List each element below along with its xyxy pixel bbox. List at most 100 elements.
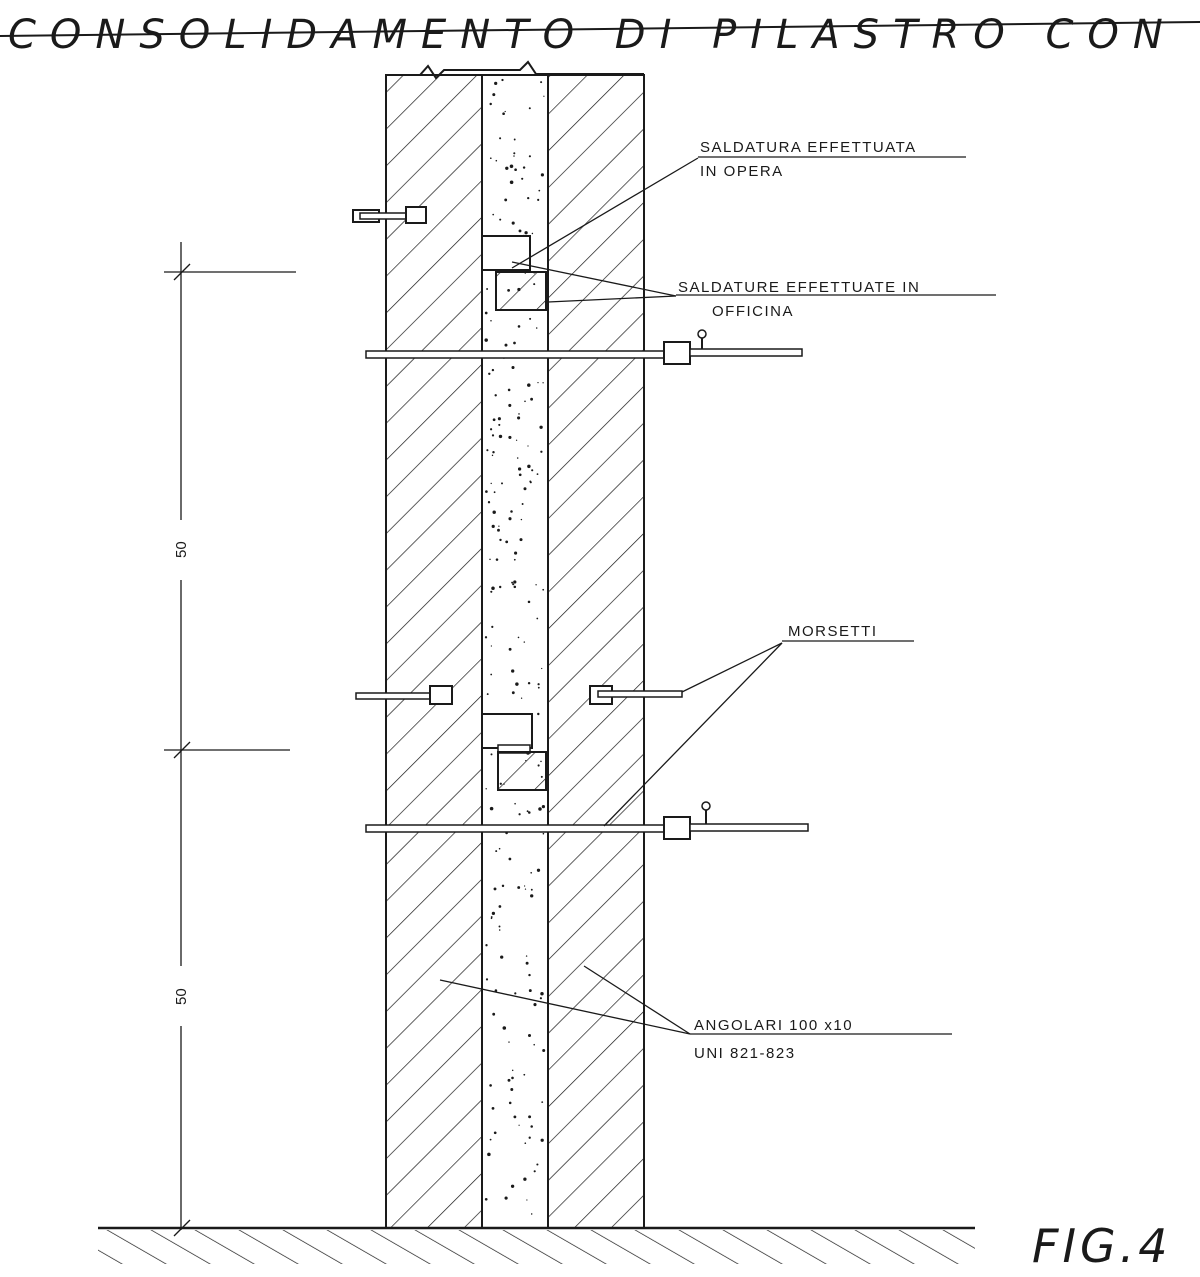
clamp-middle-right — [589, 685, 683, 705]
concrete-speckle — [513, 580, 517, 584]
concrete-speckle — [505, 166, 509, 170]
concrete-speckle — [527, 464, 531, 469]
concrete-speckle — [536, 473, 539, 475]
concrete-speckle — [504, 1196, 508, 1200]
concrete-speckle — [490, 645, 493, 647]
concrete-speckle — [490, 320, 492, 322]
leader-morsetti-2 — [603, 642, 783, 827]
concrete-speckle — [490, 673, 493, 676]
concrete-speckle — [525, 955, 528, 957]
leader-morsetti-1 — [681, 642, 783, 693]
label-morsetti: MORSETTI — [788, 623, 878, 640]
concrete-speckle — [491, 368, 495, 372]
concrete-speckle — [495, 558, 499, 561]
concrete-speckle — [528, 1115, 532, 1119]
concrete-speckle — [487, 1152, 491, 1157]
concrete-speckle — [486, 693, 489, 696]
concrete-speckle — [527, 196, 530, 200]
concrete-speckle — [527, 445, 529, 447]
concrete-speckle — [518, 1124, 520, 1126]
concrete-speckle — [524, 888, 527, 890]
concrete-speckle — [498, 905, 502, 908]
concrete-speckle — [501, 482, 503, 485]
concrete-speckle — [528, 1136, 531, 1139]
concrete-speckle — [518, 229, 522, 233]
concrete-speckle — [492, 450, 495, 454]
concrete-speckle — [508, 1101, 512, 1105]
concrete-speckle — [493, 491, 496, 494]
concrete-speckle — [537, 683, 540, 686]
concrete-speckle — [530, 1213, 533, 1215]
concrete-speckle — [487, 501, 491, 504]
concrete-speckle — [529, 317, 532, 320]
concrete-speckle — [529, 480, 532, 483]
concrete-speckle — [508, 435, 512, 439]
label-saldature-officina-2: OFFICINA — [712, 303, 794, 320]
right-angle-section — [547, 74, 645, 1229]
concrete-speckle — [541, 1101, 544, 1103]
label-angolari-1: ANGOLARI 100 x10 — [694, 1017, 853, 1034]
concrete-speckle — [523, 1177, 527, 1181]
concrete-speckle — [501, 884, 505, 888]
concrete-speckle — [504, 110, 506, 113]
concrete-speckle — [508, 1041, 510, 1043]
leader-saldatura-opera — [511, 157, 699, 269]
concrete-speckle — [508, 403, 512, 407]
concrete-speckle — [514, 551, 518, 555]
concrete-speckle — [511, 581, 514, 584]
concrete-speckle — [492, 510, 496, 514]
concrete-speckle — [513, 341, 516, 345]
concrete-speckle — [527, 681, 531, 685]
concrete-speckle — [499, 218, 502, 221]
concrete-speckle — [507, 388, 511, 392]
clamp-middle-left — [355, 685, 453, 705]
concrete-speckle — [524, 1142, 527, 1145]
concrete-speckle — [538, 189, 541, 192]
concrete-speckle — [515, 439, 518, 441]
concrete-speckle — [533, 1003, 537, 1007]
concrete-speckle — [515, 682, 519, 686]
concrete-speckle — [505, 540, 509, 544]
concrete-speckle — [489, 157, 492, 160]
concrete-speckle — [530, 397, 533, 401]
concrete-speckle — [512, 583, 515, 586]
concrete-speckle — [489, 558, 491, 561]
concrete-speckle — [492, 213, 495, 216]
concrete-speckle — [517, 467, 522, 471]
figure-label: FIG.4 — [1032, 1219, 1172, 1273]
concrete-speckle — [497, 528, 500, 532]
concrete-speckle — [491, 911, 496, 916]
concrete-speckle — [528, 107, 531, 110]
concrete-speckle — [490, 916, 493, 918]
concrete-speckle — [486, 449, 489, 452]
concrete-speckle — [518, 413, 520, 415]
leader-angolari-1 — [439, 979, 691, 1035]
concrete-speckle — [492, 1012, 496, 1016]
concrete-speckle — [535, 327, 538, 329]
concrete-speckle — [511, 691, 515, 695]
concrete-speckle — [507, 1078, 511, 1082]
concrete-speckle — [490, 753, 493, 756]
concrete-speckle — [489, 1084, 492, 1087]
concrete-speckle — [495, 159, 498, 162]
ground-hatch — [98, 1230, 975, 1264]
tie-rod-lower — [365, 801, 809, 840]
concrete-speckles — [484, 78, 546, 1215]
concrete-speckle — [513, 155, 515, 157]
concrete-speckle — [517, 416, 521, 420]
weld-plate-lower-bottom — [497, 751, 547, 791]
concrete-speckle — [485, 944, 488, 947]
concrete-speckle — [484, 338, 488, 342]
concrete-speckle — [488, 372, 491, 375]
concrete-speckle — [504, 343, 508, 347]
concrete-speckle — [513, 152, 516, 155]
concrete-speckle — [491, 434, 495, 437]
concrete-speckle — [533, 1170, 536, 1173]
concrete-speckle — [498, 929, 501, 931]
concrete-speckle — [510, 1184, 515, 1188]
clamp-upper-left — [352, 206, 427, 224]
label-angolari-2: UNI 821-823 — [694, 1045, 796, 1062]
concrete-speckle — [537, 198, 540, 201]
leader-saldature-officina-1 — [511, 261, 677, 297]
concrete-speckle — [540, 450, 543, 453]
